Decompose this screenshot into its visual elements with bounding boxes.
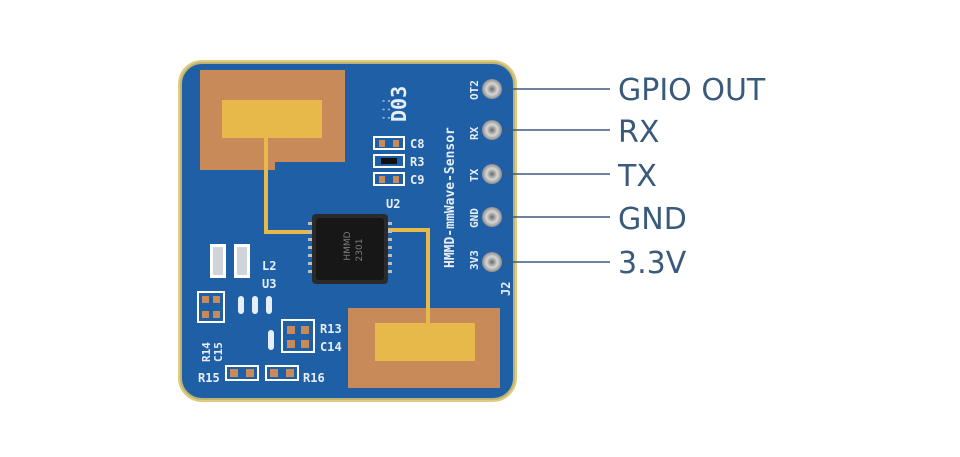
antenna-patch-top (222, 100, 322, 138)
silk-r14: R14 (200, 342, 213, 362)
header-pin-3v3 (482, 252, 502, 272)
silk-r15: R15 (198, 371, 220, 385)
antenna-patch-bottom (375, 323, 475, 361)
silk-c8: C8 (410, 137, 424, 151)
regulator-u3 (238, 296, 272, 314)
silk-l2: L2 (262, 259, 276, 273)
components-c8-r3-c9 (373, 136, 405, 186)
silk-r13: R13 (320, 322, 342, 336)
silk-pin-ot2: OT2 (468, 80, 481, 100)
pin-label-rx: RX (618, 115, 660, 150)
radar-chip: HMMD 2301 (308, 214, 392, 284)
silk-c9: C9 (410, 173, 424, 187)
header-pin-rx (482, 120, 502, 140)
silk-r16: R16 (303, 371, 325, 385)
silk-connector-j2: J2 (499, 282, 513, 296)
chip-marking-line2: 2301 (355, 239, 365, 262)
silk-pin-3v3: 3V3 (468, 250, 481, 270)
silk-u3: U3 (262, 277, 276, 291)
pin-label-3v3: 3.3V (618, 246, 687, 281)
inductor-l2 (210, 244, 250, 278)
feed-line-top (264, 124, 318, 234)
silk-board-name: HMMD-mmWave-Sensor (443, 127, 458, 268)
silk-pin-tx: TX (468, 168, 481, 182)
silk-c15: C15 (212, 342, 225, 362)
pcb-edge-highlight (178, 60, 517, 402)
silk-pin-gnd: GND (468, 208, 481, 228)
feed-line-bottom (386, 228, 430, 343)
silk-u2: U2 (386, 197, 400, 211)
header-pin-tx (482, 164, 502, 184)
silk-c14: C14 (320, 340, 342, 354)
pin-label-gnd: GND (618, 202, 687, 237)
header-pins (482, 79, 502, 272)
silk-revision: D03 (387, 86, 411, 122)
pin-label-gpio-out: GPIO OUT (618, 73, 766, 108)
header-pin-gpio (482, 79, 502, 99)
pin-label-tx: TX (618, 159, 657, 194)
pin-leader-lines (503, 88, 610, 263)
header-pin-gnd (482, 207, 502, 227)
smd-cluster-left (197, 291, 315, 381)
silk-r3: R3 (410, 155, 424, 169)
silk-pin-rx: RX (468, 126, 481, 140)
silk-revision-dots: ::: (378, 97, 394, 122)
chip-marking-line1: HMMD (343, 231, 353, 260)
